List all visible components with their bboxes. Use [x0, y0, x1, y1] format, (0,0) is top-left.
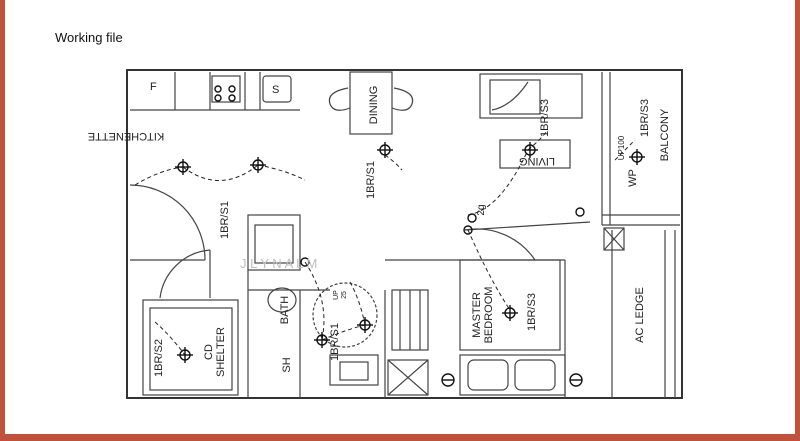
outer-walls — [126, 69, 683, 399]
room-label-sh: SH — [281, 357, 293, 372]
circuit-label-bath: 1BR/S1 — [329, 323, 341, 361]
switch-icon — [575, 207, 585, 217]
fixture-label-up25: UP25 — [333, 290, 348, 300]
circuit-label-door: 2g — [476, 204, 487, 215]
light-fixture-icon — [250, 157, 266, 173]
watermark-text: J L Y N A L M — [240, 256, 317, 271]
circuit-label-balcony: 1BR/S3 — [639, 99, 651, 137]
fixture-label-up100: UP100 — [617, 135, 626, 160]
light-fixture-icon — [629, 149, 645, 165]
slide-frame-left — [0, 0, 5, 441]
light-fixture-icon — [214, 85, 236, 102]
room-label-master-bedroom: MASTERBEDROOM — [471, 287, 495, 344]
room-label-ac-ledge: AC LEDGE — [634, 287, 646, 343]
socket-icon — [441, 373, 455, 387]
light-fixtures — [175, 85, 645, 387]
light-fixture-icon — [175, 159, 191, 175]
light-fixture-icon — [377, 142, 393, 158]
room-label-cd-shelter: CDSHELTER — [203, 327, 227, 377]
room-label-balcony: BALCONY — [659, 108, 671, 161]
light-fixture-icon — [522, 142, 538, 158]
light-fixture-icon — [357, 317, 373, 333]
circuit-label-kitchen: 1BR/S1 — [219, 201, 231, 239]
room-label-living: LIVING — [519, 155, 555, 167]
interior-walls — [129, 71, 680, 398]
slide-frame-bottom — [0, 434, 800, 441]
switch-icon — [463, 213, 477, 235]
socket-icon — [569, 373, 583, 387]
slide-title: Working file — [55, 30, 123, 45]
circuit-label-dining: 1BR/S1 — [365, 161, 377, 199]
circuit-label-bedroom: 1BR/S3 — [526, 293, 538, 331]
light-fixture-icon — [314, 332, 330, 348]
fixture-label-wp: WP — [627, 169, 639, 187]
switch-icon — [300, 257, 310, 267]
slide-frame-right — [795, 0, 800, 441]
light-fixture-icon — [177, 347, 193, 363]
circuit-label-living: 1BR/S3 — [539, 99, 551, 137]
circuit-label-shelter: 1BR/S2 — [153, 339, 165, 377]
room-label-kitchenette: KITCHENETTE — [88, 130, 164, 142]
room-label-bath: BATH — [279, 296, 291, 325]
sink-label: S — [272, 84, 279, 96]
light-fixture-icon — [502, 305, 518, 321]
fridge-label: F — [150, 81, 157, 93]
room-label-dining: DINING — [368, 86, 380, 125]
